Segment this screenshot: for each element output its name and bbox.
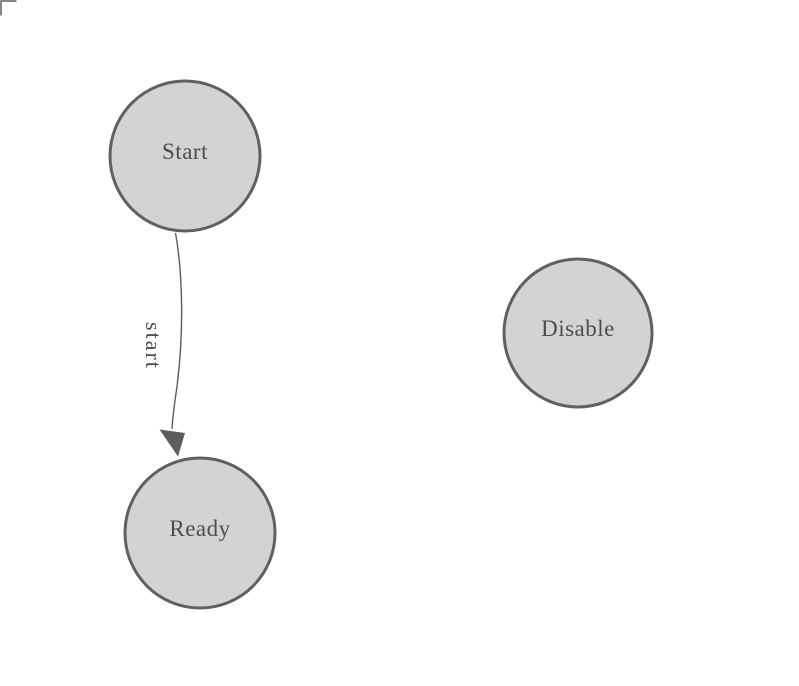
node-disable-circle[interactable] xyxy=(502,257,654,409)
node-ready[interactable]: Ready xyxy=(123,456,277,610)
node-ready-circle[interactable] xyxy=(123,456,277,610)
edge-arrowhead-icon xyxy=(159,429,185,457)
node-start[interactable]: Start xyxy=(108,79,262,233)
edge-path[interactable] xyxy=(171,232,183,430)
node-disable[interactable]: Disable xyxy=(502,257,654,409)
canvas-origin-corner-icon xyxy=(0,0,17,16)
node-start-circle[interactable] xyxy=(108,79,262,233)
edge-start-to-ready[interactable]: start xyxy=(141,232,185,457)
edge-label: start xyxy=(141,322,166,370)
